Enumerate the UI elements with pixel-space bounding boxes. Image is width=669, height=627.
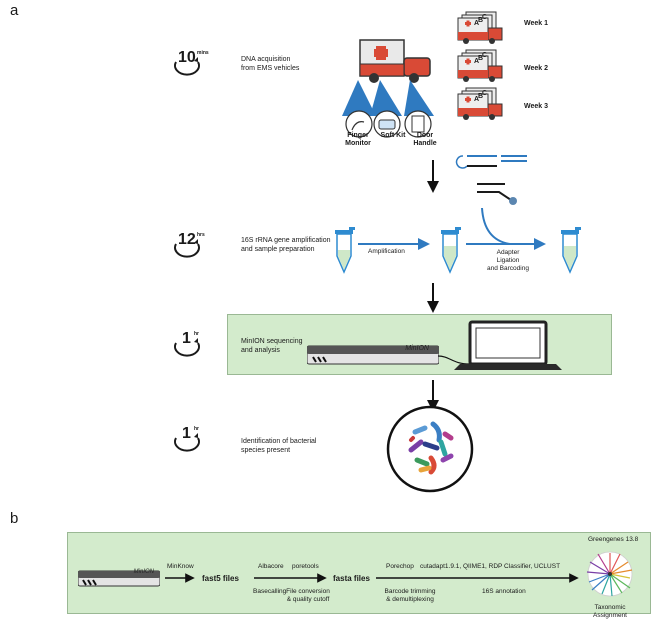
annotation-label: 16S annotation	[482, 588, 526, 595]
truck-letter: C	[482, 52, 488, 59]
step-text-line: DNA acquisition	[241, 56, 291, 63]
ambulance-illustration	[340, 38, 440, 153]
panel-a-letter: a	[10, 2, 19, 19]
laptop-icon	[438, 318, 578, 372]
phylogenetic-tree-icon	[582, 548, 638, 600]
truck-letter: C	[482, 90, 488, 97]
amplification-label: Amplification	[368, 248, 405, 255]
minion-device: MinION	[307, 345, 439, 365]
truck-letter: A	[474, 58, 480, 65]
timer-icon: 12 hrs	[170, 230, 210, 260]
weekly-ambulances	[454, 10, 514, 122]
truck-letter: B	[478, 93, 484, 100]
sample-site-line: Monitor	[345, 140, 371, 147]
timer-value: 1	[182, 330, 191, 347]
fast5-files: fast5 files	[202, 574, 239, 583]
truck-letter: B	[478, 17, 484, 24]
porechop-label: Porechop	[386, 563, 414, 570]
tools-label: cutadapt1.9.1, QIIME1, RDP Classifier, U…	[420, 563, 561, 570]
truck-letter: A	[474, 96, 480, 103]
truck-letter: C	[482, 14, 488, 21]
ligation-line: Ligation	[496, 257, 520, 264]
file-conversion-line: & quality cutoff	[286, 596, 330, 603]
tube-icon	[557, 226, 583, 274]
taxonomic-line: Taxonomic	[594, 604, 626, 611]
week-label: Week 2	[524, 65, 548, 72]
step-4-description: Identification of bacterial species pres…	[241, 437, 317, 455]
minion-label: MinION	[133, 569, 154, 575]
minion-device: MinION	[78, 569, 160, 587]
timer-unit: hrs	[197, 232, 205, 238]
week-label: Week 3	[524, 103, 548, 110]
file-conversion-line: File conversion	[286, 588, 330, 595]
timer-icon: 10 mins	[170, 48, 210, 78]
pipeline-panel	[67, 532, 651, 614]
ligation-label: Adapter Ligation and Barcoding	[478, 249, 538, 273]
step-1-description: DNA acquisition from EMS vehicles	[241, 55, 299, 73]
sample-site-line: Door	[416, 132, 434, 139]
sample-site-line: Soft Kit	[380, 132, 406, 139]
ligation-line: Adapter	[496, 249, 520, 256]
step-text-line: and analysis	[241, 347, 280, 354]
timer-unit: hr	[194, 426, 199, 432]
timer-unit: hr	[194, 331, 199, 337]
sample-site-line: Finger	[347, 132, 369, 139]
timer-value: 1	[182, 425, 191, 442]
taxonomic-assignment-label: Taxonomic Assignment	[584, 604, 636, 620]
minknow-label: MinKnow	[167, 563, 194, 570]
step-text-line: species present	[241, 447, 291, 454]
truck-letter: A	[474, 20, 480, 27]
timer-icon: 1 hr	[170, 329, 210, 359]
sample-site-label: Finger Monitor	[343, 132, 373, 148]
step-text-line: 16S rRNA gene amplification	[241, 237, 331, 244]
tube-icon	[437, 226, 463, 274]
step-3-description: MinION sequencing and analysis	[241, 337, 302, 355]
taxonomic-line: Assignment	[593, 612, 627, 619]
sample-site-label: Soft Kit	[376, 132, 410, 140]
step-text-line: MinION sequencing	[241, 338, 303, 345]
barcode-trimming-label: Barcode trimming & demultiplexing	[379, 588, 441, 604]
bacteria-icon	[385, 404, 475, 494]
step-text-line: from EMS vehicles	[241, 65, 300, 72]
minion-label: MinION	[405, 345, 429, 352]
timer-value: 12	[178, 231, 196, 248]
albacore-label: Albacore	[258, 563, 284, 570]
greengenes-label: Greengenes 13.8	[588, 536, 639, 543]
barcode-trimming-line: & demultiplexing	[386, 596, 434, 603]
adapter-barcode-icon	[455, 152, 545, 220]
basecalling-label: Basecalling	[253, 588, 287, 595]
sample-site-line: Handle	[413, 140, 437, 147]
timer-value: 10	[178, 49, 196, 66]
timer-unit: mins	[197, 50, 209, 56]
fasta-files: fasta files	[333, 574, 370, 583]
panel-b-letter: b	[10, 510, 19, 527]
week-label: Week 1	[524, 20, 548, 27]
truck-letter: B	[478, 55, 484, 62]
sequencing-panel	[227, 314, 612, 375]
step-text-line: and sample preparation	[241, 246, 315, 253]
ligation-line: and Barcoding	[487, 265, 529, 272]
poretools-label: poretools	[292, 563, 319, 570]
sample-site-label: Door Handle	[410, 132, 440, 148]
step-text-line: Identification of bacterial	[241, 438, 317, 445]
timer-icon: 1 hr	[170, 424, 210, 454]
barcode-trimming-line: Barcode trimming	[384, 588, 436, 595]
step-2-description: 16S rRNA gene amplification and sample p…	[241, 236, 331, 254]
file-conversion-label: File conversion & quality cutoff	[282, 588, 334, 604]
tube-icon	[331, 226, 357, 274]
